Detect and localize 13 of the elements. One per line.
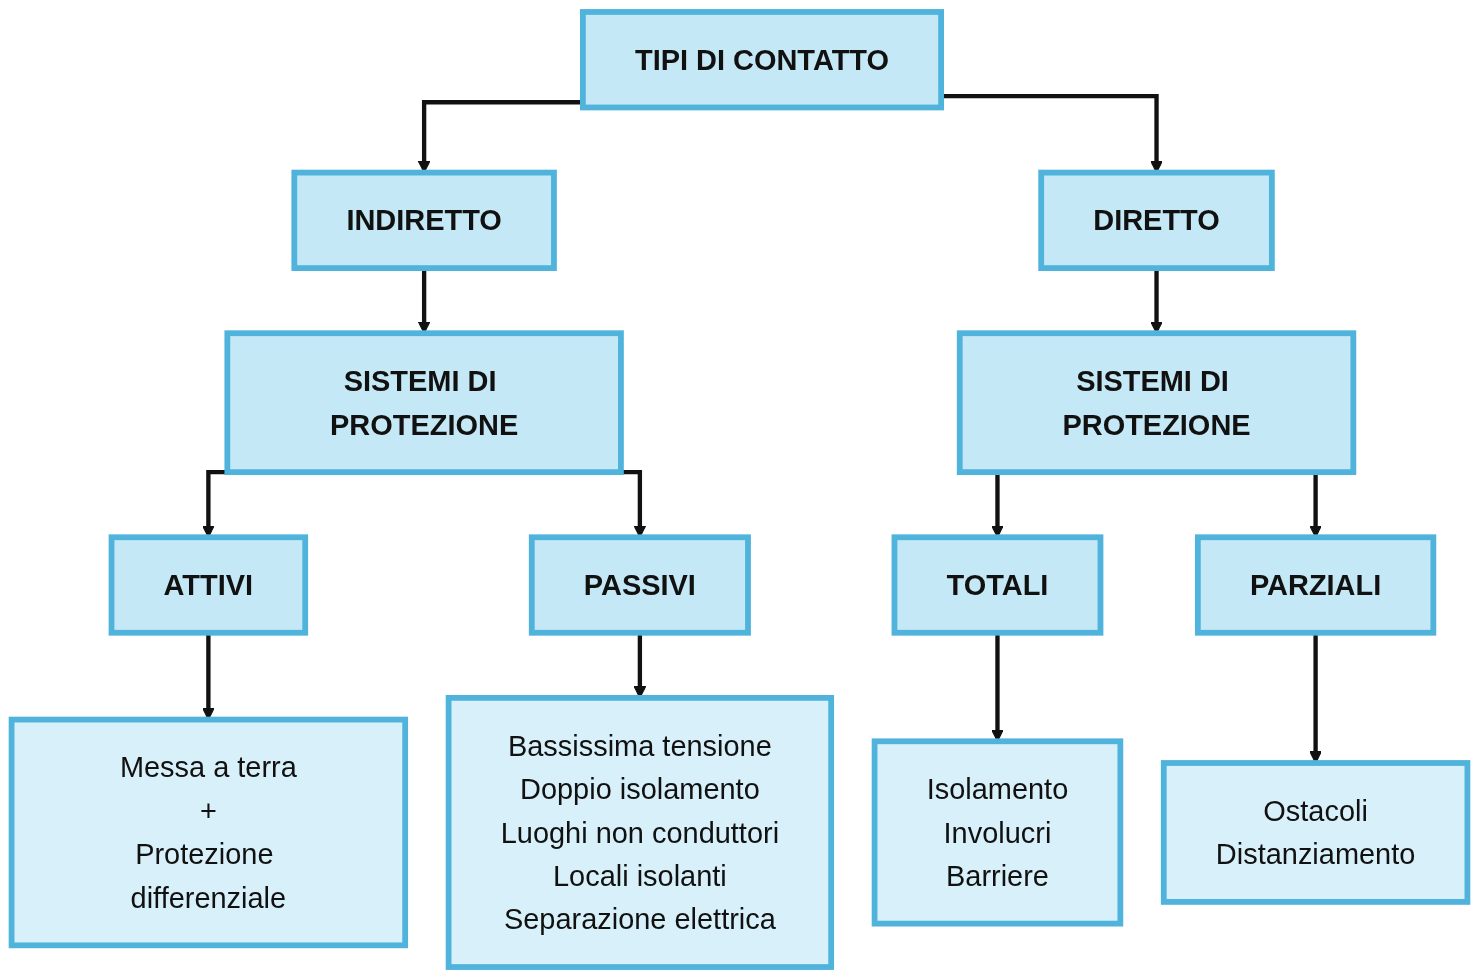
node-box: PARZIALI [1194,534,1437,636]
node-box: Messa a terra + Protezione differenziale [8,716,409,949]
node-box: ATTIVI [108,534,309,636]
node-box: Isolamento Involucri Barriere [871,738,1124,927]
node-box: DIRETTO [1038,169,1275,271]
node-box: TIPI DI CONTATTO [580,9,944,111]
node-box: PASSIVI [528,534,751,636]
node-box: SISTEMI DI PROTEZIONE [956,330,1357,476]
node-box: INDIRETTO [291,169,557,271]
node-box: TOTALI [891,534,1104,636]
node-box: SISTEMI DI PROTEZIONE [224,330,624,476]
node-box: Ostacoli Distanziamento [1160,760,1471,905]
node-box: Bassissima tensione Doppio isolamento Luoghi non conduttori Locali isolanti Separazione elettrica [445,695,835,970]
